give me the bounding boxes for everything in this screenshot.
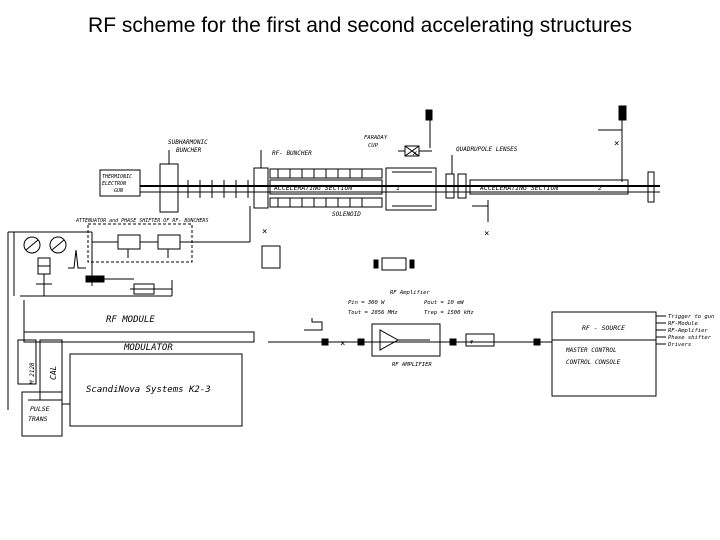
modulator-box bbox=[69, 353, 243, 427]
rf-param-pin: Pin = 300 W bbox=[348, 300, 385, 306]
output-rf-amplifier: RF-Amplifier bbox=[668, 328, 708, 334]
output-trigger: Trigger to gun bbox=[668, 314, 714, 320]
load-box-2 bbox=[381, 257, 407, 271]
rf-param-tout: Tout = 2856 MHz bbox=[348, 310, 398, 316]
rf-amplifier-top-label: RF Amplifier bbox=[390, 290, 430, 296]
pulse-trans-label-1: PULSE bbox=[30, 405, 50, 413]
waveguide-network: ATTENUATOR and PHASE SHIFTER OF RF- BUNC… bbox=[7, 139, 619, 410]
faraday-cup-label-2: CUP bbox=[368, 143, 379, 149]
pulse-monitor bbox=[304, 318, 323, 331]
attenuator-box bbox=[87, 223, 193, 263]
pulse-shape bbox=[68, 249, 86, 269]
rf-param-pout: Pout = 10 mW bbox=[424, 300, 464, 306]
acc-section-1-label: ACCELERATING SECTION bbox=[273, 184, 352, 192]
valve-marker-3: × bbox=[614, 139, 619, 149]
valve-marker-5: × bbox=[340, 339, 345, 349]
rf-module: RF MODULE MODULATOR ScandiNova Systems K… bbox=[17, 300, 255, 437]
rf-source: RF - SOURCE MASTER CONTROL CONTROL CONSO… bbox=[551, 311, 714, 397]
meter-1 bbox=[23, 236, 41, 254]
load-box-1 bbox=[261, 245, 281, 269]
rf-source-label: RF - SOURCE bbox=[582, 324, 625, 332]
valve-marker-2: × bbox=[412, 149, 417, 159]
rf-source-box bbox=[551, 311, 657, 397]
phase-shifter-2 bbox=[157, 234, 181, 250]
acc-section-1-number: 1 bbox=[396, 184, 400, 192]
rf-buncher-cavity bbox=[253, 167, 269, 209]
output-drivers: Drivers bbox=[667, 342, 691, 348]
pulse-trans-label-2: TRANS bbox=[28, 415, 48, 423]
faraday-cup-label-1: FARADAY bbox=[364, 135, 388, 141]
electron-gun-label-3: GUN bbox=[114, 188, 124, 194]
scandinova-label: ScandiNova Systems K2-3 bbox=[86, 385, 211, 395]
meter-2 bbox=[49, 236, 67, 254]
valve-marker-4: × bbox=[484, 229, 489, 239]
solenoid-block-2 bbox=[385, 167, 437, 211]
svg-text:φ: φ bbox=[470, 339, 474, 345]
directional-coupler bbox=[85, 275, 105, 283]
acc-section-2-number: 2 bbox=[598, 184, 602, 192]
acc-section-1 bbox=[269, 179, 383, 195]
phase-shifter-1 bbox=[117, 234, 141, 250]
electron-gun-box bbox=[99, 169, 141, 197]
klystron-housing bbox=[17, 339, 37, 385]
rf-amplifier-box bbox=[371, 323, 441, 357]
electron-gun-label-2: ELECTRON bbox=[102, 181, 127, 187]
load-tag: CAL bbox=[49, 365, 58, 380]
attenuator-label: ATTENUATOR and PHASE SHIFTER OF RF- BUNC… bbox=[75, 218, 208, 224]
acc-section-2 bbox=[469, 179, 629, 195]
subharmonic-buncher-cavity bbox=[159, 163, 179, 213]
probe-top-center bbox=[425, 109, 433, 121]
quadrupole-lens-1 bbox=[445, 173, 455, 199]
solenoid-label: SOLENOID bbox=[332, 211, 361, 218]
rf-module-label: RF MODULE bbox=[106, 315, 155, 325]
quadrupole-lens-2 bbox=[457, 173, 467, 199]
probe-top-right bbox=[618, 105, 627, 121]
amplifier-triangle bbox=[379, 329, 400, 351]
attenuator-small bbox=[465, 333, 495, 347]
output-rf-module: RF-Module bbox=[668, 321, 698, 327]
pulse-trans-box bbox=[21, 391, 63, 437]
master-control-label-2: CONTROL CONSOLE bbox=[566, 359, 621, 366]
rf-buncher-label: RF- BUNCHER bbox=[272, 150, 312, 157]
rf-amplifier-chain: × RF Amplifier Pin = 300 W Pout = 10 mW … bbox=[268, 290, 552, 368]
rf-amplifier-bottom-label: RF AMPLIFIER bbox=[392, 362, 432, 368]
quadrupole-lenses-label: QUADRUPOLE LENSES bbox=[456, 146, 518, 153]
electron-gun-label-1: THERMIONIC bbox=[102, 174, 132, 180]
rf-param-trep: Trep = 1500 kHz bbox=[424, 310, 474, 316]
subharmonic-buncher-label-1: SUBHARMONIC bbox=[168, 139, 208, 146]
end-flange bbox=[647, 171, 655, 203]
vertical-tag: M 2128 bbox=[29, 362, 36, 385]
master-control-label-1: MASTER CONTROL bbox=[565, 347, 617, 354]
acc-section-2-label: ACCELERATING SECTION bbox=[479, 184, 558, 192]
subharmonic-buncher-label-2: BUNCHER bbox=[176, 147, 202, 154]
valve-marker-1: × bbox=[262, 227, 267, 237]
slide-title: RF scheme for the first and second accel… bbox=[88, 14, 632, 37]
modulator-label: MODULATOR bbox=[123, 343, 173, 353]
output-phase-shifter: Phase shifter bbox=[668, 335, 712, 341]
beamline: THERMIONIC ELECTRON GUN SUBHARMONIC BUNC… bbox=[99, 105, 660, 222]
